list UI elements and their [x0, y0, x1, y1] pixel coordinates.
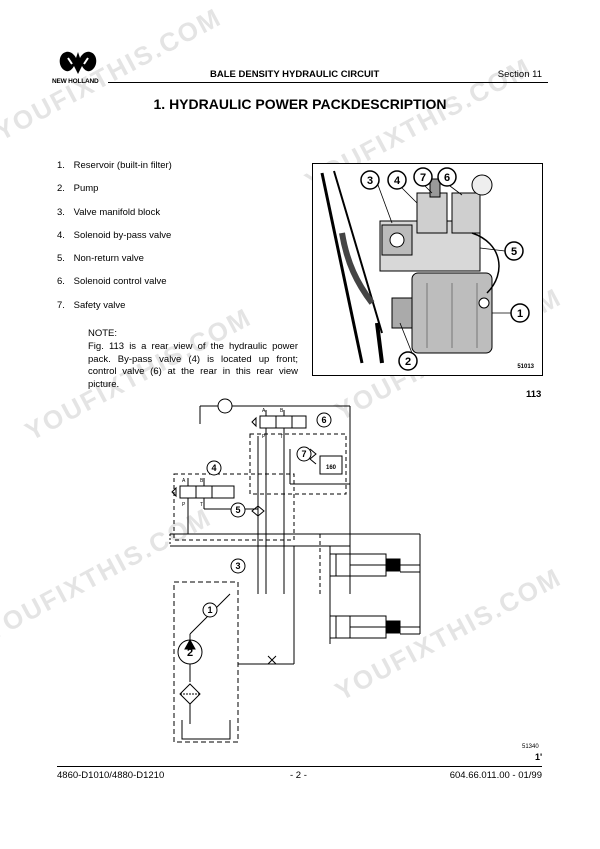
list-item: 1. Reservoir (built-in filter) — [57, 160, 172, 171]
photo-callout-1: 1 — [517, 308, 523, 320]
note-label: NOTE: — [88, 328, 118, 339]
list-item: 6. Solenoid control valve — [57, 276, 167, 288]
list-item: 5. Non-return valve — [57, 253, 144, 265]
schematic-callout-4: 4 — [211, 463, 216, 473]
photo-callout-7: 7 — [420, 172, 426, 184]
schematic-code: 51340 — [522, 744, 539, 750]
new-holland-logo — [59, 51, 97, 74]
port-t: T — [200, 502, 203, 508]
component-list: 1. Reservoir (built-in filter) 2. Pump 3… — [57, 160, 172, 323]
list-item: 2. Pump — [57, 183, 99, 195]
schematic-callout-2: 2 — [187, 647, 193, 659]
photo-callout-3: 3 — [367, 175, 373, 187]
schematic-callout-1: 1 — [207, 605, 212, 615]
footer-model: 4860-D1010/4880-D1210 — [57, 770, 165, 781]
port-b: B — [280, 408, 284, 414]
note-text: Fig. 113 is a rear view of the hydraulic… — [88, 341, 298, 390]
schematic-callout-6: 6 — [321, 415, 326, 425]
port-b: B — [200, 478, 204, 484]
header-rule — [108, 82, 548, 83]
port-a: A — [182, 478, 186, 484]
logo-text: NEW HOLLAND — [52, 78, 99, 85]
port-a: A — [262, 408, 266, 414]
list-item: 4. Solenoid by-pass valve — [57, 229, 172, 241]
port-p: P — [182, 502, 186, 508]
page-title: 1. HYDRAULIC POWER PACKDESCRIPTION — [153, 96, 447, 112]
list-item: 7. Safety valve — [57, 299, 126, 311]
watermark: YOUFIXTHIS.COM — [0, 1, 227, 147]
photo-callout-4: 4 — [394, 175, 401, 187]
photo-code: 51013 — [517, 364, 534, 370]
footer-doc-ref: 604.66.011.00 - 01/99 — [449, 770, 542, 781]
port-t: T — [280, 434, 283, 440]
footer-rule — [57, 766, 542, 767]
power-pack-photo: 3 4 7 6 5 1 2 51013 — [312, 163, 543, 376]
corner-mark: 1' — [535, 752, 543, 762]
schematic-callout-7: 7 — [301, 449, 306, 459]
hydraulic-schematic: 160 A B P T A B P T 6 7 4 5 3 1 2 — [169, 398, 421, 743]
relief-setting: 160 — [326, 465, 337, 471]
header-section: Section 11 — [497, 69, 542, 80]
photo-callout-2: 2 — [405, 356, 411, 368]
photo-callout-6: 6 — [444, 172, 450, 184]
list-item: 3. Valve manifold block — [57, 206, 161, 218]
schematic-callout-5: 5 — [235, 505, 240, 515]
photo-callout-5: 5 — [511, 246, 517, 258]
schematic-callout-3: 3 — [235, 561, 240, 571]
figure-number: 113 — [526, 389, 542, 400]
port-p: P — [262, 434, 266, 440]
header-title: BALE DENSITY HYDRAULIC CIRCUIT — [210, 69, 380, 80]
footer-page: - 2 - — [290, 770, 307, 781]
